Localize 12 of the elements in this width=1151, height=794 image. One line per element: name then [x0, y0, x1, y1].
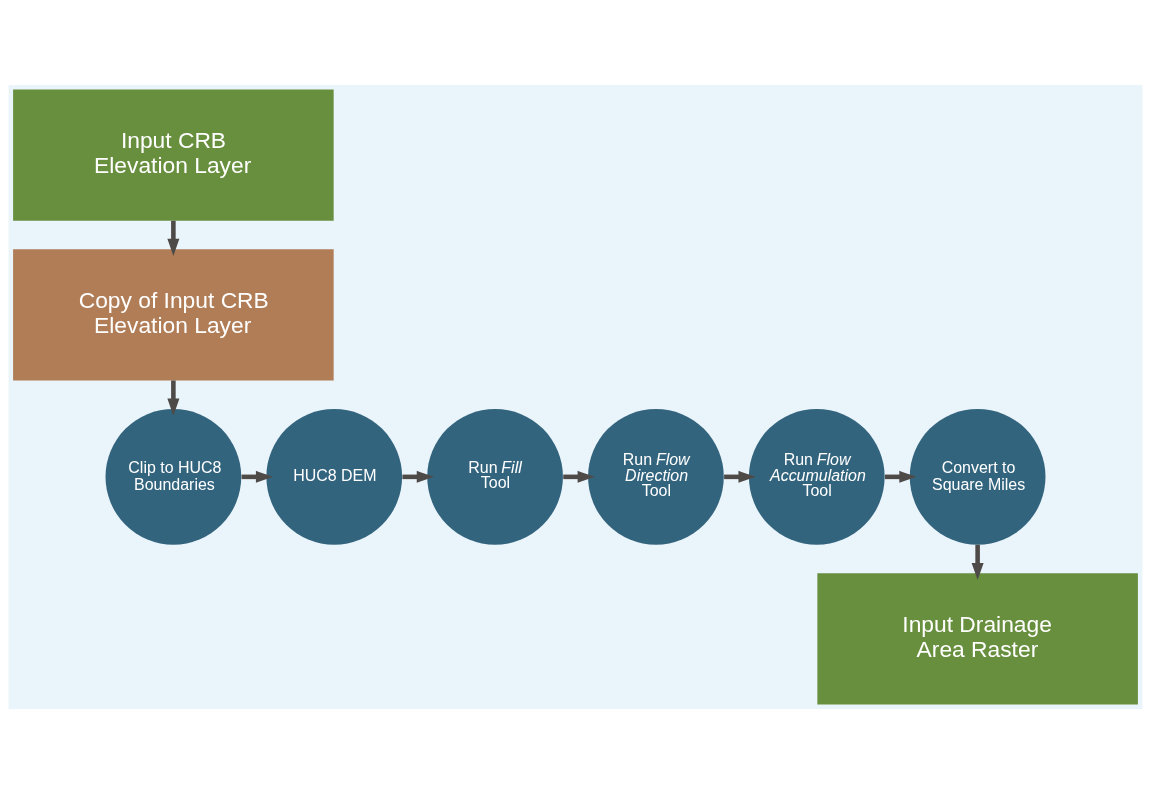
node-circle: Clip to HUC8 Boundaries [105, 409, 242, 545]
node-circle: Run Flow Accumulation Tool [748, 409, 885, 545]
node-box: Input Drainage Area Raster [817, 573, 1138, 705]
node-circle: Run Flow Direction Tool [588, 409, 724, 545]
node-box: Input CRB Elevation Layer [13, 89, 334, 221]
arrow [167, 220, 180, 256]
node-circle: HUC8 DEM [266, 409, 403, 545]
arrow [971, 544, 984, 581]
arrow [167, 380, 180, 416]
node-box: Copy of Input CRB Elevation Layer [13, 249, 334, 381]
node-circle: Convert to Square Miles [909, 409, 1046, 545]
node-circle: Run Fill Tool [427, 409, 563, 545]
